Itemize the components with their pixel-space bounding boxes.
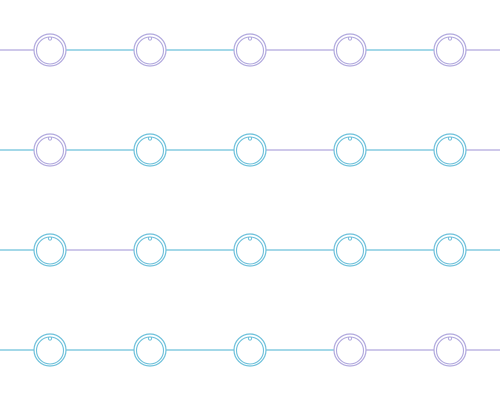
ring-notch	[47, 336, 53, 341]
ring-outer	[133, 233, 167, 267]
ring-outer	[33, 333, 67, 367]
ring-notch	[347, 236, 353, 241]
ring-outer	[233, 333, 267, 367]
ring-outer	[333, 33, 367, 67]
ring-icon	[333, 333, 367, 367]
ring-notch	[247, 136, 253, 141]
ring-icon	[433, 133, 467, 167]
ring-notch	[147, 136, 153, 141]
ring-icon	[233, 133, 267, 167]
ring-outer	[133, 133, 167, 167]
ring-outer	[33, 133, 67, 167]
ring-notch	[347, 36, 353, 41]
ring-notch	[347, 136, 353, 141]
ring-icon	[33, 33, 67, 67]
ring-outer	[333, 133, 367, 167]
ring-outer	[33, 233, 67, 267]
ring-icon	[233, 333, 267, 367]
ring-icon	[33, 333, 67, 367]
ring-notch	[147, 36, 153, 41]
ring-notch	[347, 336, 353, 341]
ring-icon	[433, 33, 467, 67]
ring-notch	[447, 136, 453, 141]
ring-outer	[233, 233, 267, 267]
ring-icon	[133, 233, 167, 267]
ring-outer	[333, 233, 367, 267]
ring-icon	[333, 133, 367, 167]
ring-icon	[333, 33, 367, 67]
ring-notch	[447, 336, 453, 341]
ring-notch	[147, 336, 153, 341]
ring-notch	[247, 336, 253, 341]
ring-notch	[47, 236, 53, 241]
ring-icon	[133, 333, 167, 367]
ring-notch	[247, 36, 253, 41]
ring-outer	[133, 33, 167, 67]
ring-icon	[33, 233, 67, 267]
ring-outer	[133, 333, 167, 367]
ring-outer	[433, 333, 467, 367]
ring-icon	[333, 233, 367, 267]
ring-notch	[147, 236, 153, 241]
ring-outer	[33, 33, 67, 67]
ring-icon	[133, 133, 167, 167]
ring-icon	[233, 233, 267, 267]
ring-notch	[47, 136, 53, 141]
ring-outer	[233, 133, 267, 167]
ring-notch	[447, 36, 453, 41]
ring-icon	[133, 33, 167, 67]
ring-notch	[47, 36, 53, 41]
ring-outer	[433, 233, 467, 267]
ring-notch	[447, 236, 453, 241]
ring-outer	[433, 133, 467, 167]
ring-icon	[433, 233, 467, 267]
ring-outer	[333, 333, 367, 367]
ring-icon	[433, 333, 467, 367]
ring-outer	[233, 33, 267, 67]
ring-notch	[247, 236, 253, 241]
ring-icon	[33, 133, 67, 167]
ring-icon	[233, 33, 267, 67]
ring-outer	[433, 33, 467, 67]
